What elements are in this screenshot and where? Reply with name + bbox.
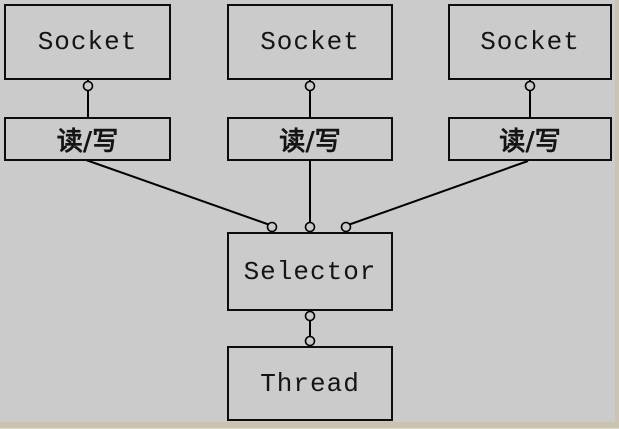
socket-box-3: Socket: [448, 4, 612, 80]
read-write-box-3: 读/写: [448, 117, 612, 161]
socket-label-1: Socket: [37, 27, 138, 57]
bottom-edge-strip: [0, 422, 619, 429]
read-write-label-1: 读/写: [56, 126, 119, 157]
connector-circle: [340, 221, 352, 233]
socket-box-1: Socket: [4, 4, 171, 80]
connector-circle: [304, 310, 316, 322]
socket-label-2: Socket: [260, 27, 360, 57]
connector-circle: [304, 221, 316, 233]
selector-label: Selector: [243, 256, 377, 287]
connector-circle: [82, 80, 94, 92]
connector-circle: [304, 335, 316, 347]
connector-circle: [304, 80, 316, 92]
thread-box: Thread: [227, 346, 393, 421]
read-write-box-1: 读/写: [4, 117, 171, 161]
rw1-selector-line: [85, 159, 271, 226]
connector-circle: [266, 221, 278, 233]
read-write-label-3: 读/写: [499, 126, 561, 157]
socket-box-2: Socket: [227, 4, 393, 80]
read-write-label-2: 读/写: [279, 126, 341, 157]
connector-circle: [524, 80, 536, 92]
rw3-selector-line: [347, 160, 529, 226]
right-edge-strip: [615, 0, 619, 429]
socket-label-3: Socket: [480, 27, 580, 57]
thread-label: Thread: [260, 368, 360, 399]
read-write-box-2: 读/写: [227, 117, 393, 161]
selector-box: Selector: [227, 232, 393, 311]
